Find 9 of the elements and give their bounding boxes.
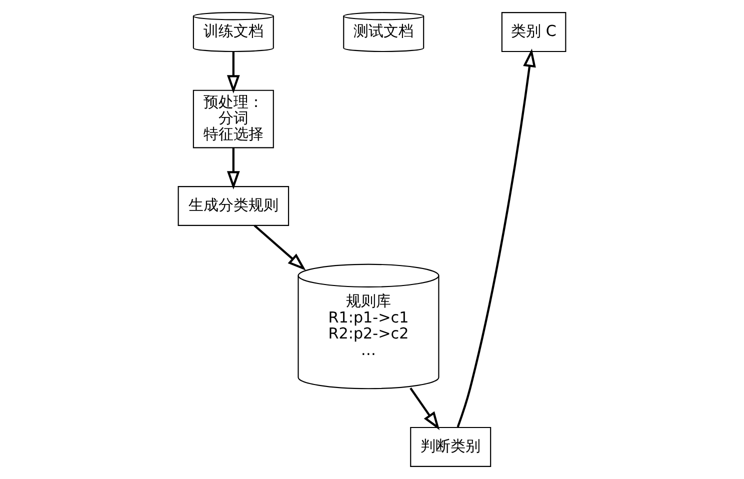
arrow	[456, 48, 536, 428]
node-box: 类别 C	[501, 12, 566, 52]
node-box: 预处理： 分词 特征选择	[192, 90, 274, 148]
node-box: 判断类别	[410, 426, 492, 467]
arrow	[254, 224, 306, 271]
arrow	[226, 148, 240, 190]
node-box: 生成分类规则	[178, 186, 290, 226]
arrow	[226, 52, 240, 94]
arrow	[410, 387, 440, 430]
